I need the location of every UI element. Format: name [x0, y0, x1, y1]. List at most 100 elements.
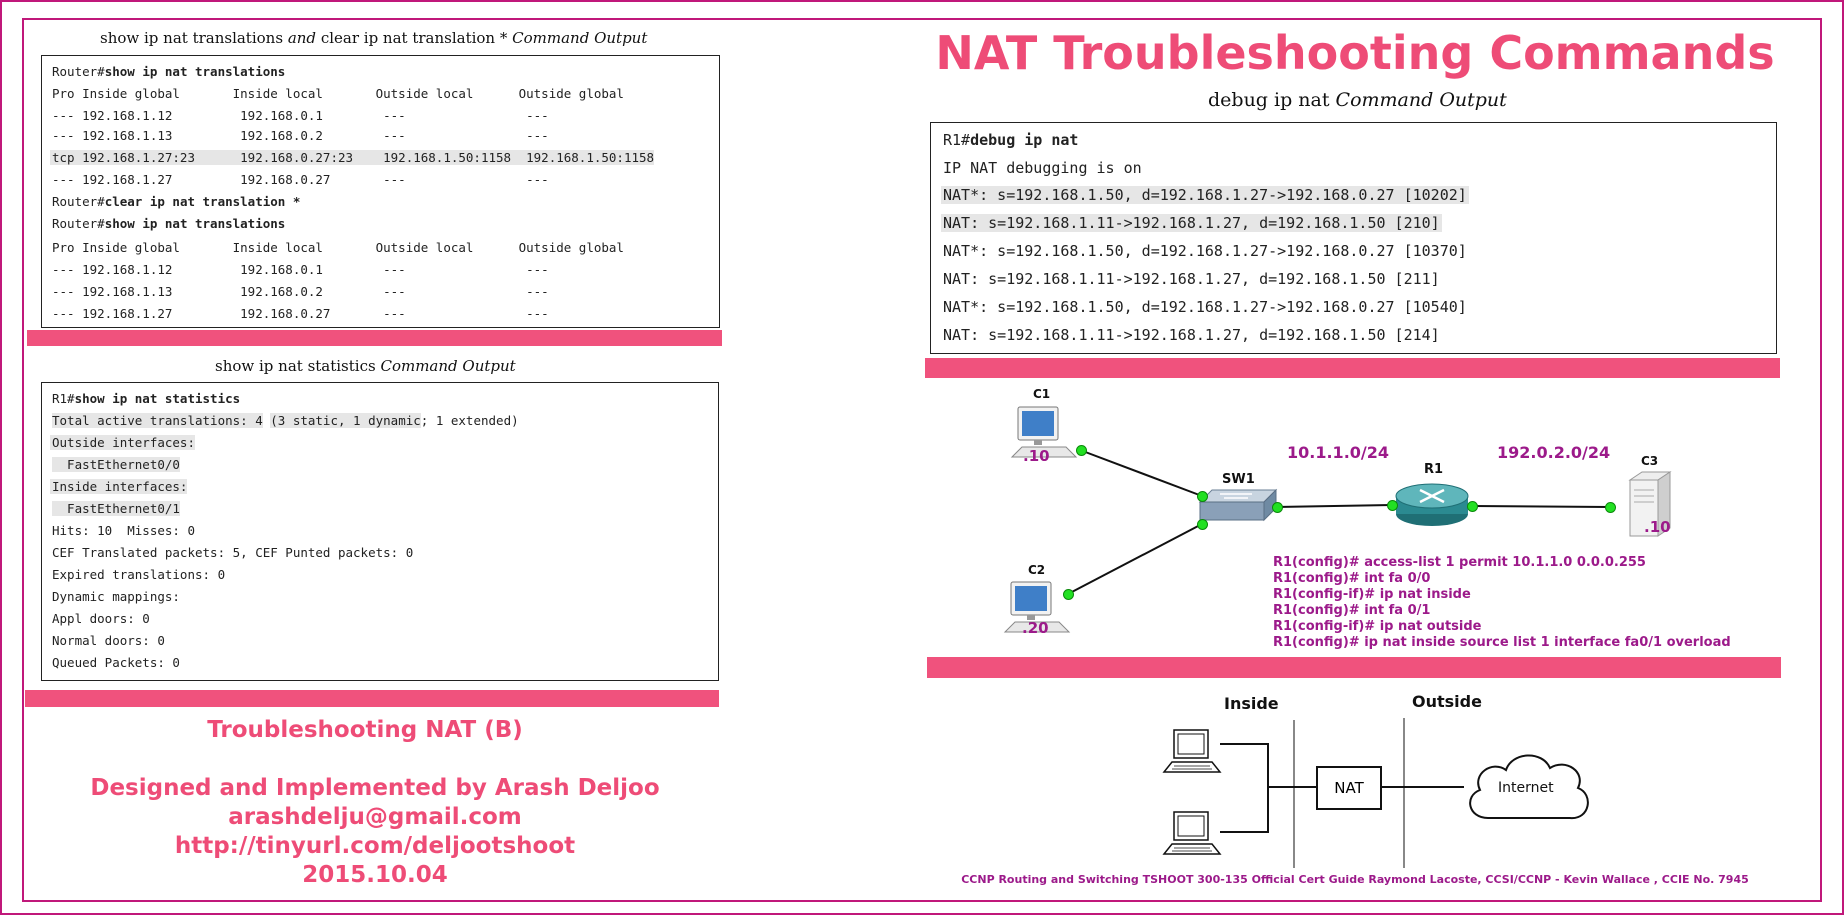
source-citation: CCNP Routing and Switching TSHOOT 300-13… [961, 873, 1749, 886]
switch-icon [1198, 488, 1278, 522]
stat-line: FastEthernet0/1 [52, 501, 180, 516]
debug-line-highlighted: NAT*: s=192.168.1.50, d=192.168.1.27->19… [941, 186, 1469, 204]
stat-static: (3 static, [270, 413, 354, 428]
c1-ip: .10 [1023, 447, 1050, 465]
port-dot [1605, 502, 1616, 513]
inside-label: Inside [1224, 694, 1279, 713]
config-line: R1(config)# ip nat inside source list 1 … [1273, 635, 1731, 650]
cli-line: Router#clear ip nat translation * [52, 194, 300, 209]
caption-and: and [287, 29, 317, 47]
translations-caption: show ip nat translations and clear ip na… [100, 29, 647, 47]
c1-label: C1 [1033, 387, 1051, 401]
stat-line: CEF Translated packets: 5, CEF Punted pa… [52, 545, 414, 560]
table-row: --- 192.168.1.13 192.168.0.2 --- --- [52, 284, 549, 299]
debug-line: IP NAT debugging is on [943, 159, 1142, 177]
caption-text: clear ip nat translation * [320, 29, 508, 47]
port-dot [1387, 500, 1398, 511]
statistics-output-box: R1#show ip nat statistics Total active t… [41, 382, 719, 681]
port-dot [1076, 445, 1087, 456]
internet-label: Internet [1498, 780, 1554, 796]
port-dot [1063, 589, 1074, 600]
author-email: arashdelju@gmail.com [228, 804, 522, 830]
subnet-outside-label: 192.0.2.0/24 [1497, 443, 1611, 462]
config-line: R1(config)# access-list 1 permit 10.1.1.… [1273, 555, 1646, 570]
cli-line: Router#show ip nat translations [52, 216, 285, 231]
caption-command-output: Command Output [512, 29, 648, 47]
c2-label: C2 [1028, 563, 1046, 577]
command: debug ip nat [970, 131, 1079, 149]
table-row: --- 192.168.1.12 192.168.0.1 --- --- [52, 262, 549, 277]
command: show ip nat translations [104, 64, 286, 79]
divider-bar [25, 690, 719, 707]
table-row: --- 192.168.1.13 192.168.0.2 --- --- [52, 128, 549, 143]
server-icon [1628, 471, 1672, 537]
table-header: Pro Inside global Inside local Outside l… [52, 240, 624, 255]
main-title: NAT Troubleshooting Commands [935, 26, 1775, 80]
translations-output-box: Router#show ip nat translations Pro Insi… [41, 55, 720, 328]
date: 2015.10.04 [302, 862, 448, 888]
stat-line: Expired translations: 0 [52, 567, 226, 582]
inner-frame [22, 18, 1822, 902]
config-line: R1(config-if)# ip nat outside [1273, 619, 1482, 634]
stat-total: Total active translations: 4 [52, 413, 263, 428]
r1-label: R1 [1424, 462, 1444, 477]
subtitle: Troubleshooting NAT (B) [207, 717, 523, 743]
stat-extended: ; 1 extended) [420, 413, 519, 428]
debug-line: NAT: s=192.168.1.11->192.168.1.27, d=192… [943, 326, 1440, 344]
prompt: R1# [52, 391, 75, 406]
table-row: --- 192.168.1.27 192.168.0.27 --- --- [52, 306, 549, 321]
author-url: http://tinyurl.com/deljootshoot [174, 833, 576, 859]
config-line: R1(config-if)# ip nat inside [1273, 587, 1471, 602]
debug-caption: debug ip nat Command Output [1208, 89, 1507, 111]
stat-total-line: Total active translations: 4 (3 static, … [52, 413, 519, 428]
config-line: R1(config)# int fa 0/1 [1273, 603, 1431, 618]
cli-line: R1#show ip nat statistics [52, 391, 240, 406]
prompt: Router# [52, 194, 105, 209]
stat-value: FastEthernet0/1 [52, 501, 180, 516]
stat-line: Appl doors: 0 [52, 611, 150, 626]
c3-label: C3 [1641, 454, 1659, 468]
outside-label: Outside [1412, 692, 1482, 711]
table-header: Pro Inside global Inside local Outside l… [52, 86, 624, 101]
nat-diagram [1220, 718, 1464, 868]
router-icon [1395, 483, 1469, 526]
computer-icon [1162, 811, 1222, 855]
c2-ip: .20 [1022, 619, 1049, 637]
stat-line: Queued Packets: 0 [52, 655, 180, 670]
caption-command-output: Command Output [1335, 89, 1507, 111]
divider-bar [925, 358, 1780, 378]
stat-line: Hits: 10 Misses: 0 [52, 523, 195, 538]
stat-line: Normal doors: 0 [52, 633, 165, 648]
table-row-highlighted: tcp 192.168.1.27:23 192.168.0.27:23 192.… [50, 150, 655, 165]
computer-icon [1010, 406, 1078, 458]
subnet-inside-label: 10.1.1.0/24 [1287, 443, 1390, 462]
debug-line: NAT: s=192.168.1.11->192.168.1.27, d=192… [943, 270, 1440, 288]
stat-dynamic: 1 dynamic [353, 413, 421, 428]
caption-command-output: Command Output [380, 357, 516, 375]
stat-line: FastEthernet0/0 [52, 457, 180, 472]
prompt: Router# [52, 64, 105, 79]
stat-value: FastEthernet0/0 [52, 457, 180, 472]
port-dot [1197, 491, 1208, 502]
port-dot [1467, 501, 1478, 512]
debug-output-box: R1#debug ip nat IP NAT debugging is on N… [930, 122, 1777, 354]
debug-line: NAT*: s=192.168.1.50, d=192.168.1.27->19… [943, 242, 1467, 260]
stat-line: Outside interfaces: [50, 435, 195, 450]
caption-text: debug ip nat [1208, 89, 1330, 111]
debug-line: NAT*: s=192.168.1.50, d=192.168.1.27->19… [943, 298, 1467, 316]
cli-line: Router#show ip nat translations [52, 64, 285, 79]
prompt: R1# [943, 131, 971, 149]
nat-label: NAT [1334, 779, 1364, 797]
config-line: R1(config)# int fa 0/0 [1273, 571, 1431, 586]
computer-icon [1003, 581, 1071, 633]
caption-text: show ip nat statistics [215, 357, 376, 375]
caption-text: show ip nat translations [100, 29, 284, 47]
port-dot [1272, 502, 1283, 513]
command: clear ip nat translation * [104, 194, 301, 209]
sw1-label: SW1 [1222, 472, 1255, 487]
table-row: --- 192.168.1.27 192.168.0.27 --- --- [52, 172, 549, 187]
divider-bar [27, 330, 722, 346]
designer-line: Designed and Implemented by Arash Deljoo [90, 775, 660, 801]
command: show ip nat translations [104, 216, 286, 231]
